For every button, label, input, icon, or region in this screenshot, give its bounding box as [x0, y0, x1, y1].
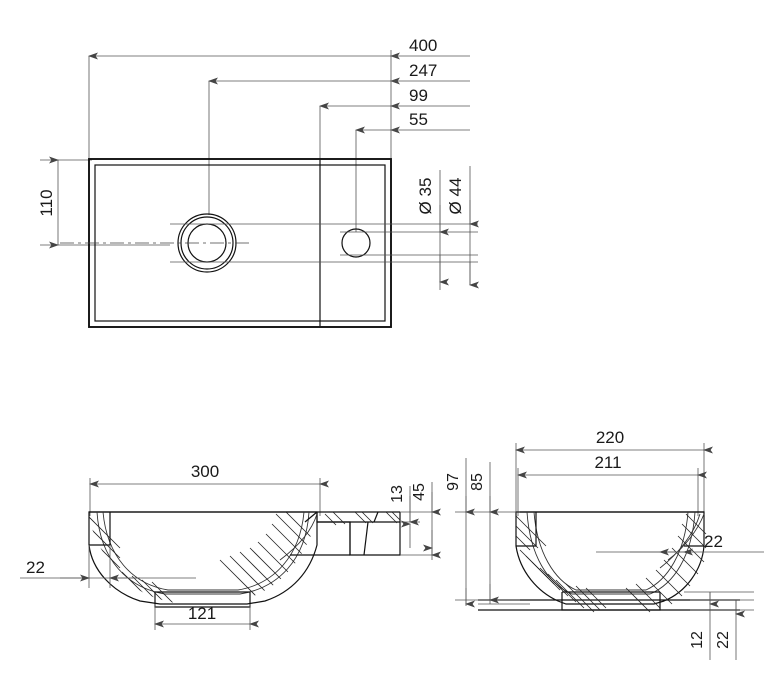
front-left-offset-dimension-22	[20, 545, 196, 588]
dim-label-13: 13	[389, 485, 406, 503]
side-inner-dimension-211	[517, 468, 707, 516]
dim-label-110: 110	[37, 189, 56, 216]
top-view-group: 400 247 99 55 110	[37, 36, 479, 328]
dim-label-400: 400	[409, 36, 437, 55]
dim-label-dia44: Ø 44	[446, 178, 465, 215]
front-width-dimension-300	[89, 478, 329, 516]
dim-label-121: 121	[188, 604, 216, 623]
top-width-dimensions	[88, 52, 470, 134]
dim-label-12-bottom: 12	[689, 631, 706, 649]
top-depth-dimension-110	[40, 156, 170, 249]
dim-label-22-right: 22	[704, 532, 723, 551]
dim-label-99: 99	[409, 86, 428, 105]
dim-label-22-left: 22	[26, 558, 45, 577]
dim-label-85: 85	[469, 473, 486, 491]
dim-label-300: 300	[191, 462, 219, 481]
dim-label-dia35: Ø 35	[416, 178, 435, 215]
side-section-body	[478, 511, 740, 613]
dim-label-220: 220	[596, 428, 624, 447]
diameter-projection-lines	[170, 223, 478, 263]
dim-label-45: 45	[411, 483, 428, 501]
dim-label-55: 55	[409, 110, 428, 129]
dim-label-247: 247	[409, 61, 437, 80]
top-view-extension-lines	[88, 50, 392, 232]
front-height-dimensions	[400, 482, 441, 560]
dim-label-97: 97	[445, 473, 462, 491]
dim-label-22-bottom: 22	[715, 631, 732, 649]
side-base-height-dimensions	[684, 591, 754, 660]
dim-label-211: 211	[594, 453, 621, 472]
front-section-body	[88, 511, 401, 608]
tap-hole-plan	[341, 228, 371, 258]
side-section-view-group: 220 211	[445, 428, 764, 660]
front-section-view-group: 300	[20, 462, 441, 630]
side-height-dimensions	[455, 458, 530, 608]
front-foot-dimension-121	[154, 604, 259, 630]
side-width-dimension-220	[515, 443, 713, 516]
